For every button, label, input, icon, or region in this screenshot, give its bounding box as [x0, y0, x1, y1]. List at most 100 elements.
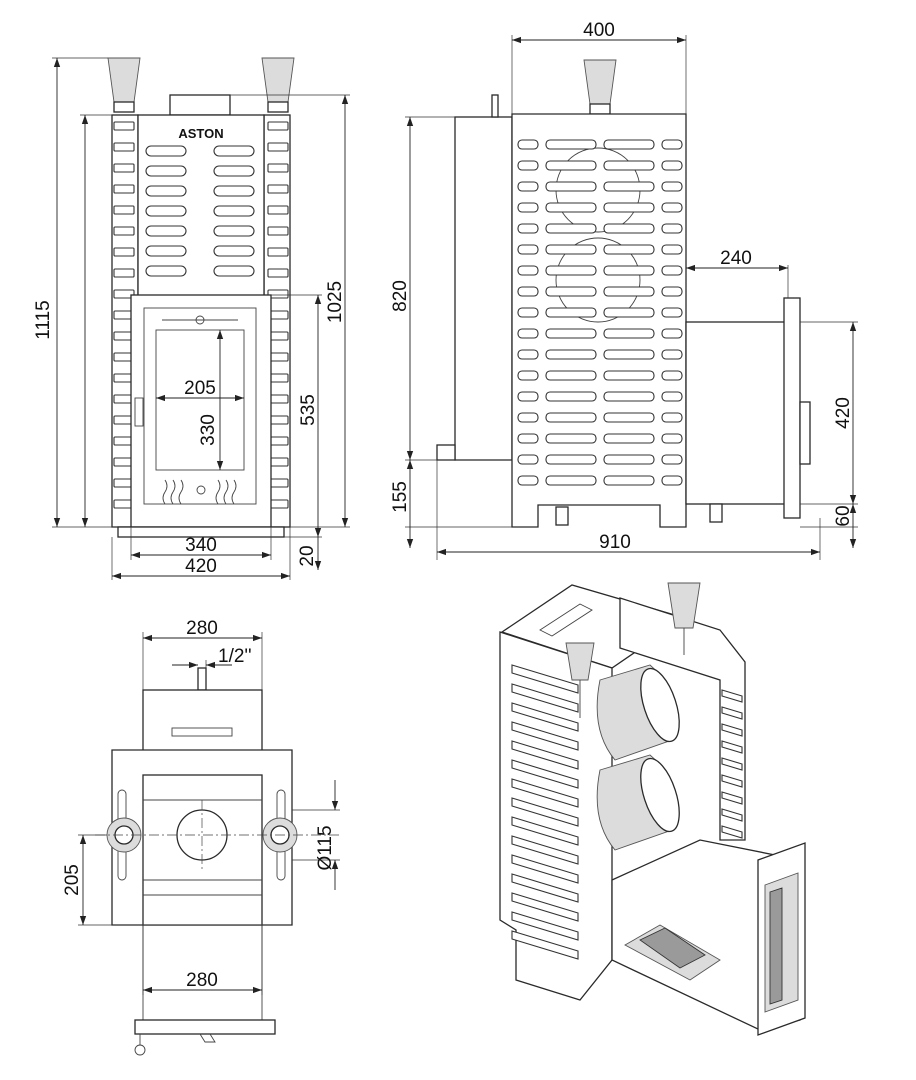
brand-logo: ASTON [178, 126, 223, 141]
iso-slot [511, 835, 579, 865]
side-grille-slot [661, 349, 683, 360]
side-grille-slot [661, 307, 683, 318]
side-grille-slot [545, 202, 597, 213]
dim-glass-height: 330 [198, 414, 219, 446]
grille-slot [145, 245, 187, 257]
grille-slot [213, 165, 255, 177]
side-grille-slot [603, 223, 655, 234]
iso-right-slot [721, 757, 743, 771]
door-knob-icon [134, 1044, 146, 1056]
right-valve-icon [261, 57, 295, 113]
side-grille-slot [545, 454, 597, 465]
side-grille-slot [661, 475, 683, 486]
iso-right-slot [721, 774, 743, 788]
side-grille-slot [661, 286, 683, 297]
tunnel-door-frame [783, 297, 801, 519]
side-grille-slot [603, 349, 655, 360]
iso-slot [511, 702, 579, 732]
iso-slot [511, 797, 579, 827]
flue-opening [176, 809, 228, 861]
side-grille-slot [661, 244, 683, 255]
side-grille-slot [603, 265, 655, 276]
side-grille-slot [661, 202, 683, 213]
side-grille-slot [517, 454, 539, 465]
side-grille-slot [545, 328, 597, 339]
grille-slot [145, 165, 187, 177]
side-grille-slot [517, 181, 539, 192]
tank-fitting [436, 444, 456, 461]
iso-right-slot [721, 706, 743, 720]
side-slot [267, 184, 289, 194]
iso-slot [511, 721, 579, 751]
side-slot [113, 268, 135, 278]
iso-valve-right-icon [667, 582, 701, 655]
side-slot [113, 289, 135, 299]
grille-slot [145, 205, 187, 217]
side-grille-slot [661, 139, 683, 150]
side-slot [267, 289, 289, 299]
top-view: 280 1/2'' Ø115 205 280 [62, 618, 340, 1056]
side-grille-slot [545, 286, 597, 297]
iso-right-grille [721, 689, 743, 839]
iso-right-slot [721, 740, 743, 754]
side-grille-slot [517, 223, 539, 234]
side-grille-slot [517, 202, 539, 213]
side-slot [267, 247, 289, 257]
grille-slot [213, 265, 255, 277]
side-grille-slot [545, 244, 597, 255]
side-grille-slot [545, 139, 597, 150]
side-grille-slot [517, 433, 539, 444]
side-grille-slot [661, 433, 683, 444]
front-grille [145, 145, 255, 277]
grille-slot [213, 185, 255, 197]
grille-slot [145, 225, 187, 237]
back-water-tank [454, 116, 513, 461]
side-grille-slot [661, 412, 683, 423]
side-slot [267, 205, 289, 215]
grille-slot [145, 145, 187, 157]
dim-tunnel-width: 280 [186, 970, 218, 991]
side-slot [267, 268, 289, 278]
iso-right-slot [721, 723, 743, 737]
side-slot [267, 121, 289, 131]
side-grille-slot [517, 391, 539, 402]
iso-slot [511, 911, 579, 941]
side-grille-slot [545, 475, 597, 486]
side-grille-slot [545, 433, 597, 444]
dim-total-width: 420 [185, 556, 217, 577]
iso-right-slot [721, 825, 743, 839]
foot-right [709, 503, 723, 523]
side-grille-slot [545, 412, 597, 423]
side-grille [517, 139, 683, 486]
iso-slot [511, 664, 579, 694]
side-grille-slot [517, 286, 539, 297]
iso-slot [511, 683, 579, 713]
grille-slot [145, 265, 187, 277]
side-slot [267, 142, 289, 152]
side-grille-slot [603, 244, 655, 255]
dim-side-height: 820 [390, 280, 411, 312]
side-grille-slot [545, 349, 597, 360]
fire-tunnel [685, 321, 789, 505]
lower-tank-circle [555, 237, 641, 323]
side-grille-slot [545, 391, 597, 402]
iso-slot [511, 892, 579, 922]
side-slot [267, 226, 289, 236]
dim-base-height: 20 [297, 545, 318, 566]
grille-slot [145, 185, 187, 197]
tank-pipe [491, 94, 499, 118]
side-slot [267, 163, 289, 173]
side-slot [113, 226, 135, 236]
flame-left-icon [162, 479, 184, 505]
side-slot [113, 142, 135, 152]
iso-right-slot [721, 791, 743, 805]
grille-slot [213, 245, 255, 257]
side-slot [113, 247, 135, 257]
top-pipe [197, 667, 207, 691]
side-grille-slot [545, 160, 597, 171]
iso-right-slot [721, 808, 743, 822]
tunnel-handle-icon [799, 401, 811, 465]
grille-slot [213, 225, 255, 237]
side-grille-slot [517, 328, 539, 339]
iso-slot [511, 930, 579, 960]
